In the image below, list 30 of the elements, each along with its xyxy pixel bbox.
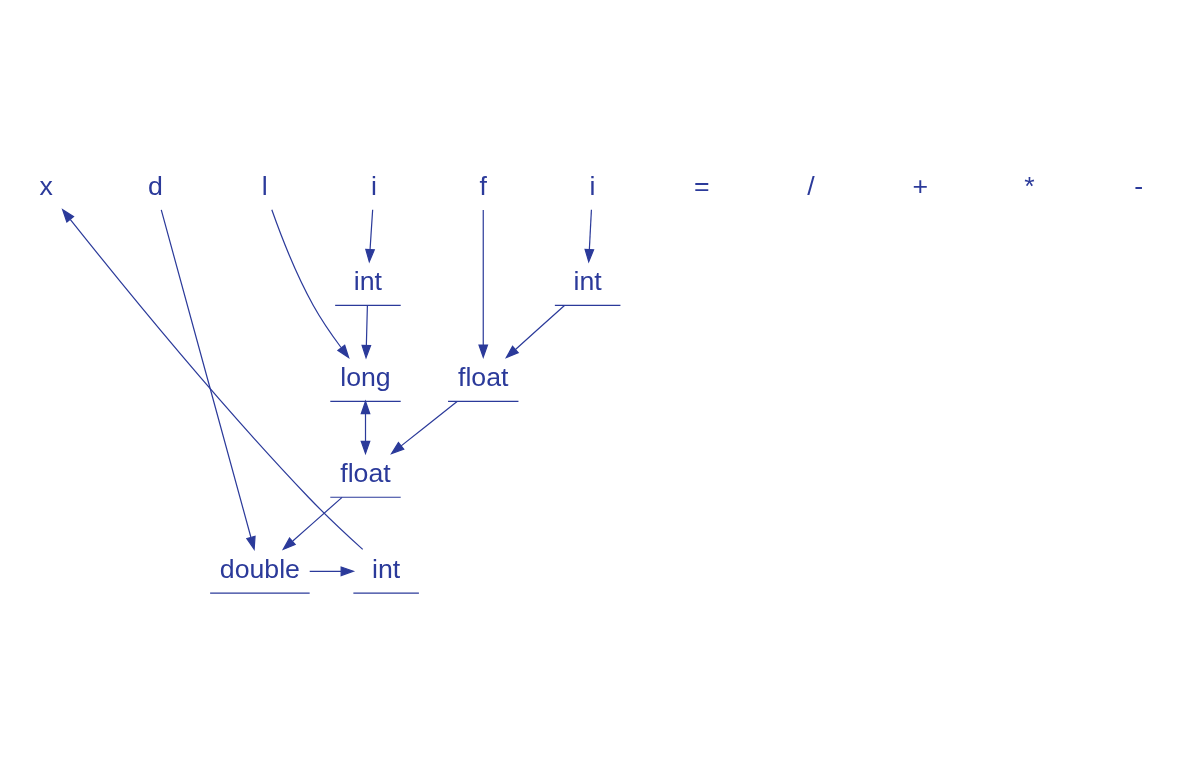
arrow bbox=[281, 496, 343, 551]
label: + bbox=[912, 170, 929, 200]
label: / bbox=[807, 170, 815, 200]
arrow bbox=[360, 399, 371, 455]
node-text: float bbox=[458, 361, 509, 392]
arrow bbox=[361, 304, 372, 359]
label: - bbox=[1134, 170, 1144, 200]
node-text: int bbox=[372, 553, 401, 584]
arrow bbox=[61, 207, 364, 550]
node-text: i bbox=[371, 170, 377, 200]
arrow bbox=[505, 304, 566, 359]
arrow bbox=[390, 400, 458, 455]
node-text: int bbox=[353, 265, 383, 296]
arrow bbox=[365, 208, 376, 264]
arrow bbox=[584, 208, 595, 264]
arrow bbox=[271, 208, 350, 359]
label: = bbox=[693, 170, 710, 200]
node-text: i bbox=[589, 170, 596, 200]
node-text: double bbox=[219, 553, 300, 584]
node-text: float bbox=[340, 457, 391, 488]
node-text: l bbox=[261, 170, 268, 200]
node-text: int bbox=[573, 265, 602, 296]
node-text: f bbox=[479, 170, 487, 200]
label: * bbox=[1024, 170, 1035, 200]
node-text: x bbox=[39, 170, 53, 200]
arrow bbox=[478, 208, 489, 359]
arrow bbox=[309, 565, 356, 576]
arrow bbox=[160, 208, 256, 551]
node-text: d bbox=[148, 170, 163, 200]
node-text: long bbox=[340, 361, 391, 392]
